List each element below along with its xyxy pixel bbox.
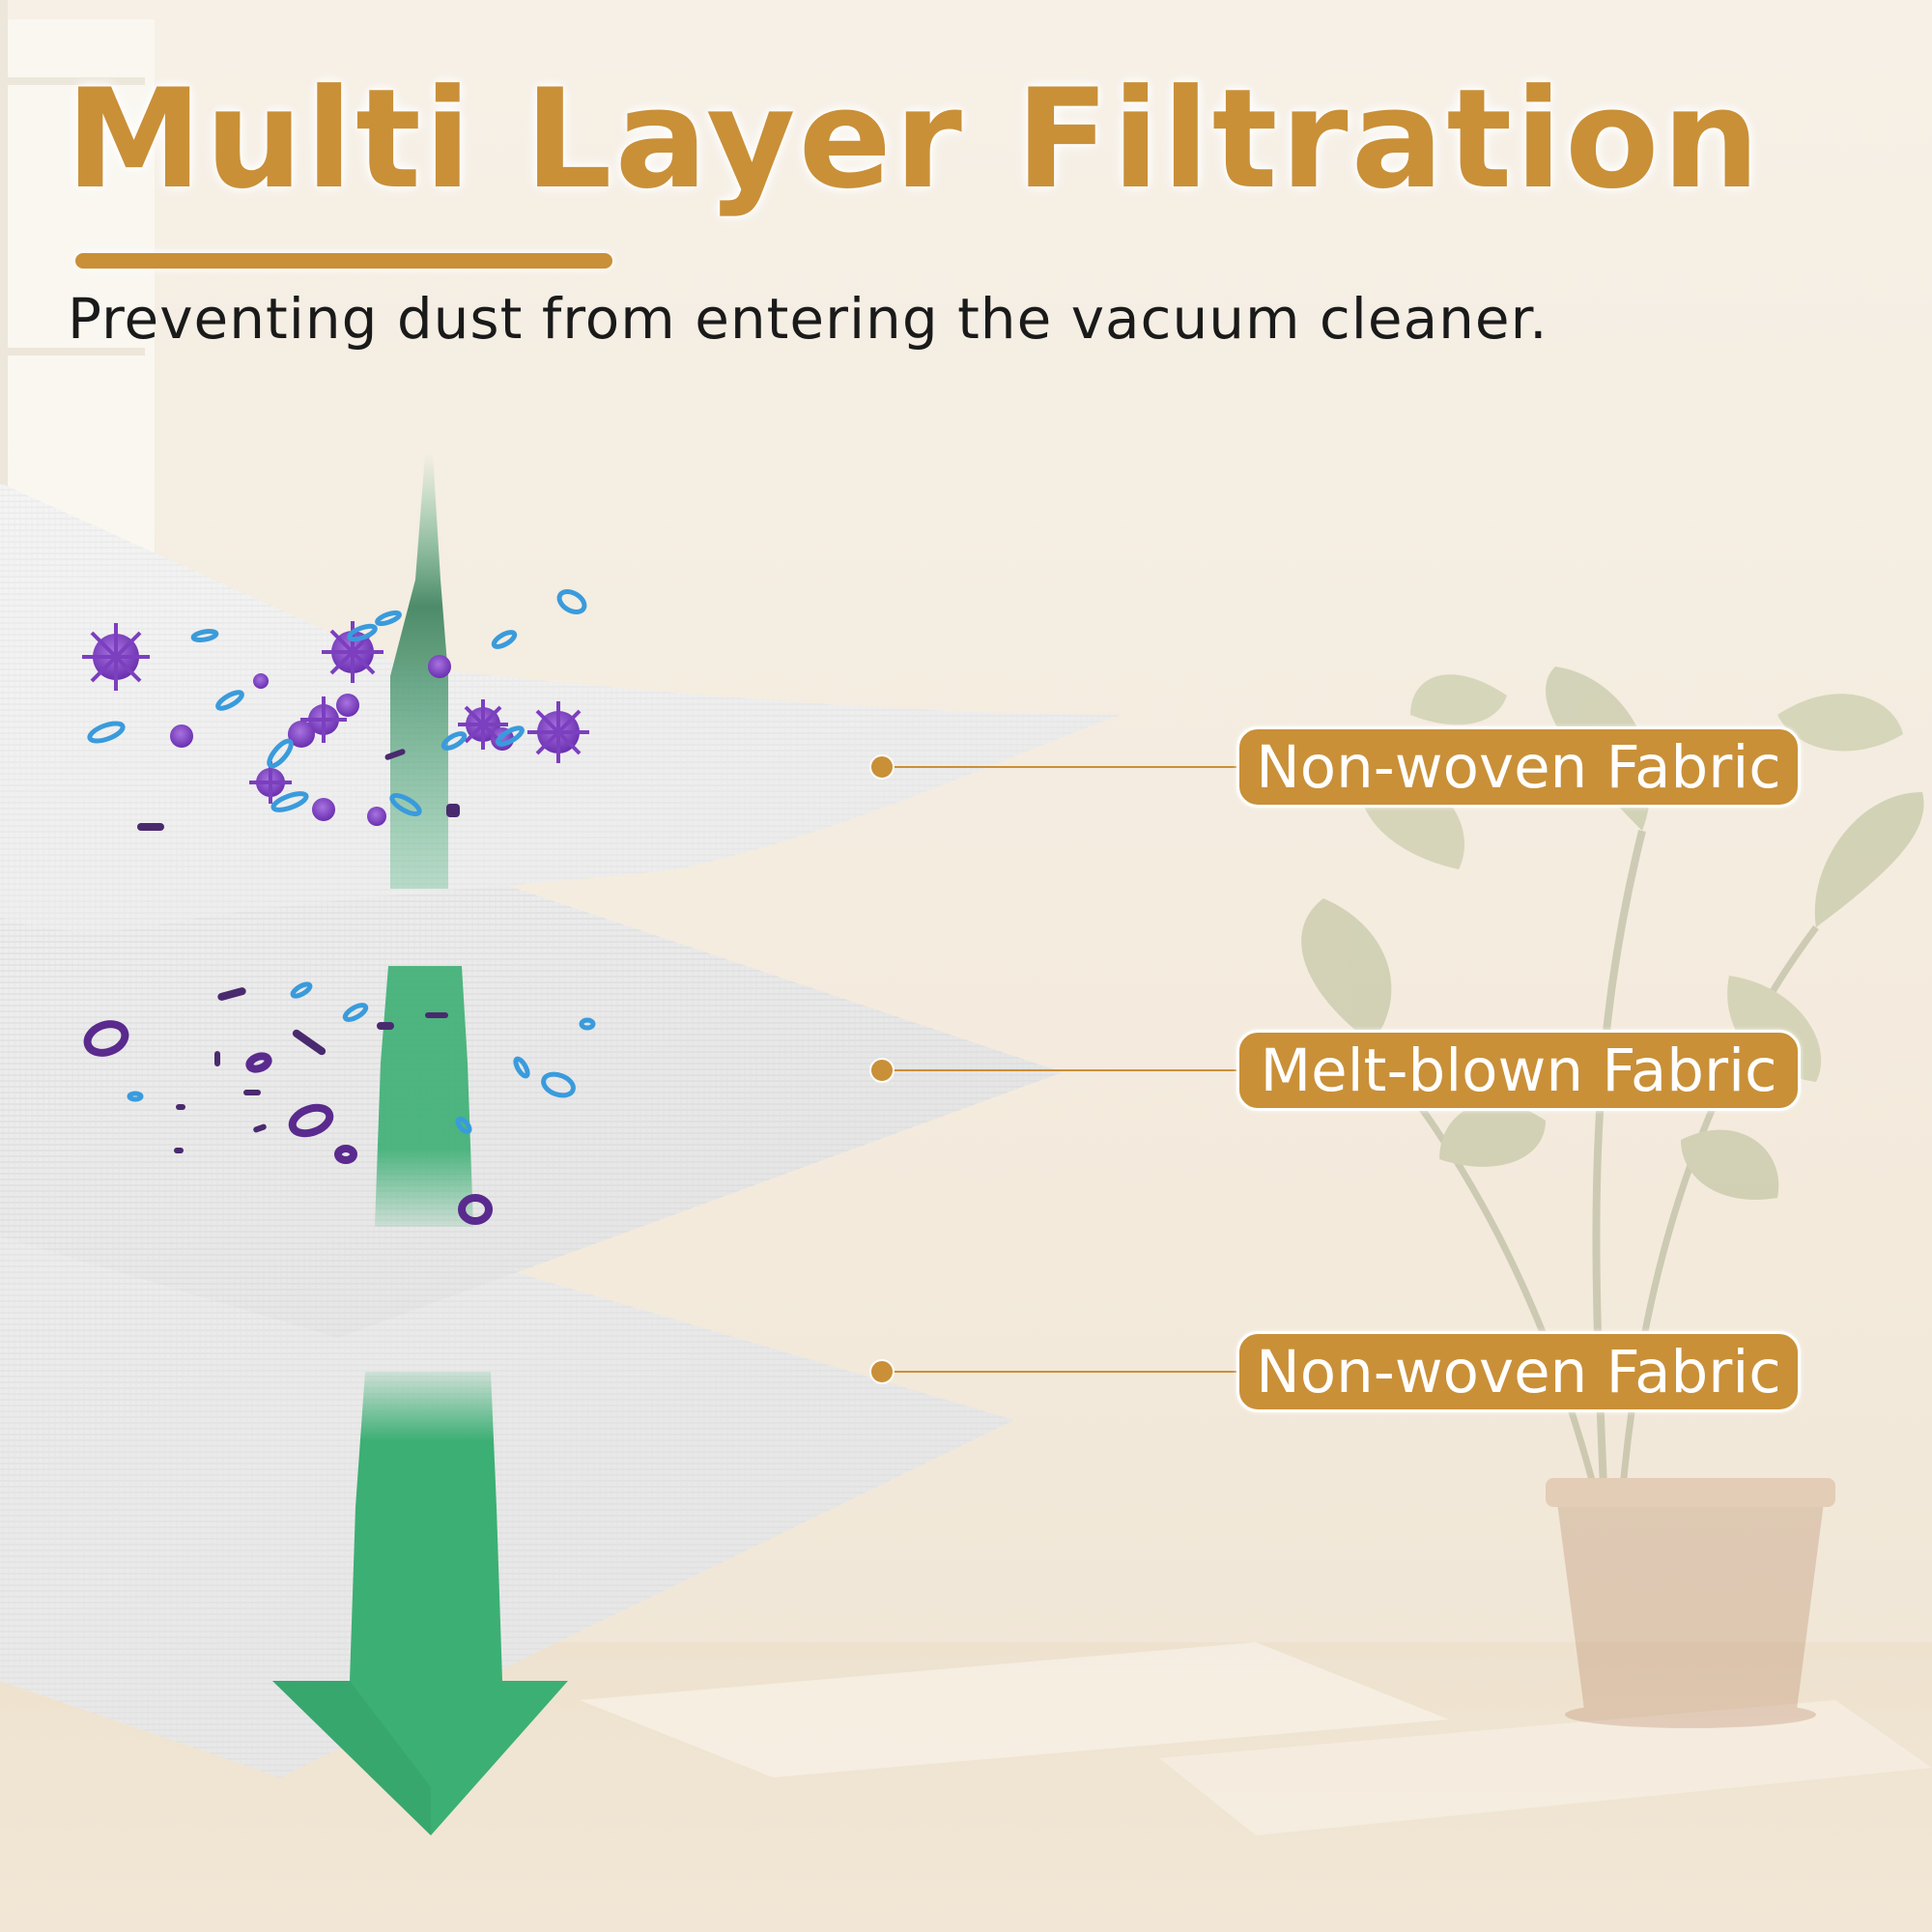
- layer-label-non-woven-bottom: Non-woven Fabric: [1236, 1331, 1801, 1412]
- dust-particles-middle: [83, 981, 596, 1225]
- middle-sheet-melt-blown: [0, 884, 1063, 1338]
- callout-dot-3: [869, 1359, 895, 1384]
- dust-particles-top: [82, 589, 589, 831]
- page-title: Multi Layer Filtration: [66, 60, 1763, 219]
- callout-dot-1: [869, 754, 895, 780]
- title-underline: [75, 253, 612, 269]
- bottom-sheet-non-woven: [0, 1188, 1014, 1777]
- layer-label-melt-blown: Melt-blown Fabric: [1236, 1030, 1801, 1111]
- plant-decoration: [1301, 667, 1924, 1728]
- layer-label-non-woven-top: Non-woven Fabric: [1236, 726, 1801, 808]
- airflow-arrow: [272, 454, 568, 1835]
- window-light: [0, 19, 155, 560]
- callout-connectors: [882, 766, 1238, 1373]
- page-subtitle: Preventing dust from entering the vacuum…: [68, 286, 1548, 352]
- callout-dot-2: [869, 1058, 895, 1083]
